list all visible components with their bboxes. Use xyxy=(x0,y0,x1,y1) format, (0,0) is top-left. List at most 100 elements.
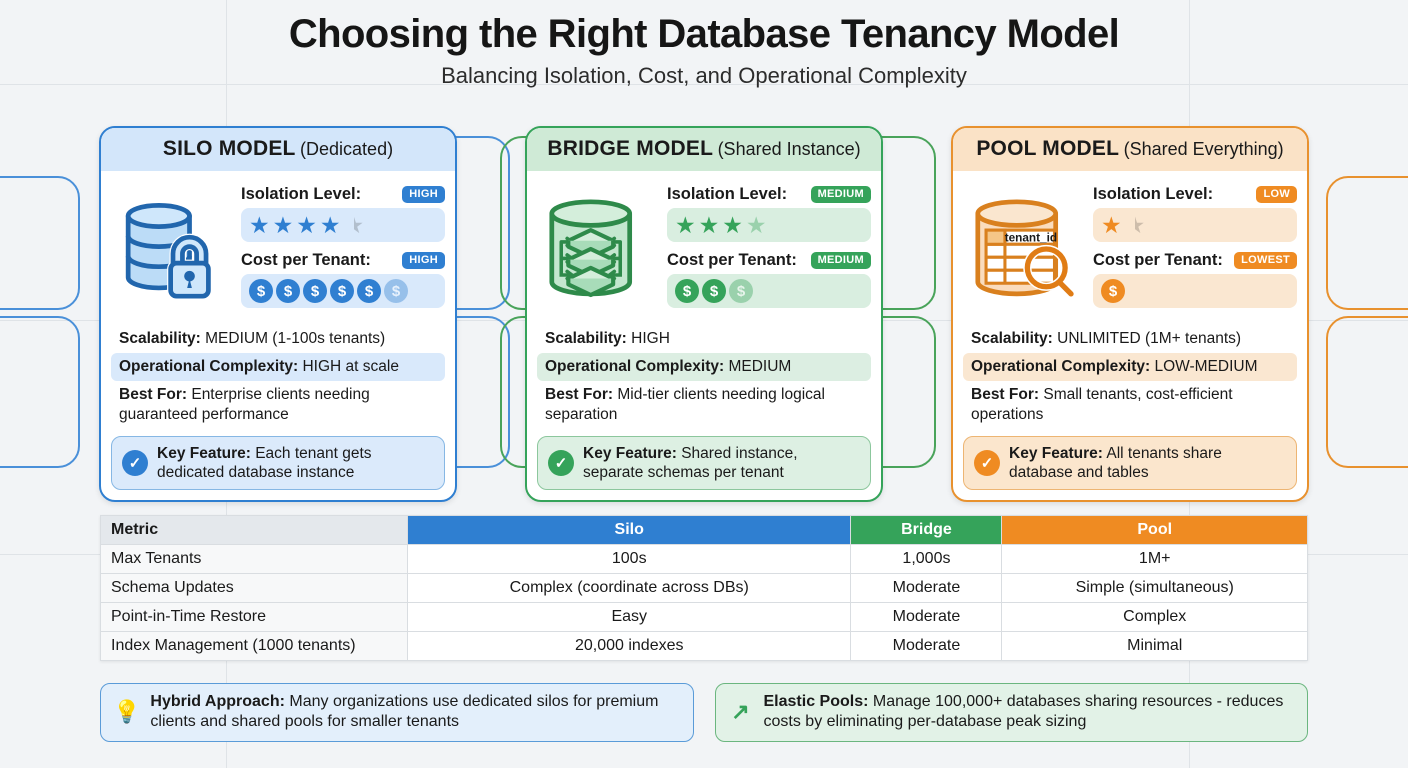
dollar-coin-icon-full: $ xyxy=(330,279,354,303)
isolation-rating: ★★★★ xyxy=(667,208,871,242)
table-header: Metric Silo Bridge Pool xyxy=(100,515,1308,545)
trending-up-arrow-icon: ↗ xyxy=(731,699,750,725)
table-row: Point-in-Time Restore Easy Moderate Comp… xyxy=(100,602,1308,632)
star-icon-empty: ★ xyxy=(745,211,767,238)
star-icon-full: ★ xyxy=(272,211,294,238)
decorative-outline-left-bottom xyxy=(0,316,80,468)
bestfor-row: Best For: Mid-tier clients needing logic… xyxy=(545,386,825,424)
cell-silo: Easy xyxy=(406,602,852,632)
bestfor-row: Best For: Small tenants, cost-efficient … xyxy=(971,386,1233,424)
decorative-outline-right-top xyxy=(1326,176,1408,310)
dollar-coin-icon-faded: $ xyxy=(384,279,408,303)
th-pool: Pool xyxy=(1001,515,1308,545)
isolation-label: Isolation Level: xyxy=(241,185,362,203)
callout-text: Hybrid Approach: Many organizations use … xyxy=(150,693,659,731)
star-icon-full: ★ xyxy=(675,211,696,238)
dollar-coin-icon-full: $ xyxy=(357,279,381,303)
cost-label: Cost per Tenant: xyxy=(667,251,797,269)
isolation-badge: LOW xyxy=(1256,186,1297,203)
isolation-rating: ★★★★★ xyxy=(241,208,445,242)
card-silo-details: Scalability: MEDIUM (1-100s tenants) Ope… xyxy=(101,323,455,500)
cost-rating: $$$$$$ xyxy=(241,274,445,308)
callout-hybrid: 💡 Hybrid Approach: Many organizations us… xyxy=(100,683,694,742)
card-bridge[interactable]: BRIDGE MODEL (Shared Instance) xyxy=(525,126,883,503)
complexity-row: Operational Complexity: MEDIUM xyxy=(537,353,871,382)
page-title: Choosing the Right Database Tenancy Mode… xyxy=(288,12,1120,56)
star-icon-full: ★ xyxy=(319,211,341,238)
star-icon-half: ★ xyxy=(343,211,365,238)
page-subtitle: Balancing Isolation, Cost, and Operation… xyxy=(441,63,967,88)
isolation-rating: ★★ xyxy=(1093,208,1297,242)
cell-pool: Simple (simultaneous) xyxy=(1001,573,1308,603)
check-circle-icon: ✓ xyxy=(122,449,148,476)
cost-badge: MEDIUM xyxy=(810,252,871,269)
scalability-row: Scalability: MEDIUM (1-100s tenants) xyxy=(119,330,386,347)
table-header-row: Metric Silo Bridge Pool xyxy=(100,515,1308,545)
card-bridge-top: Isolation Level: MEDIUM ★★★★ Cost per Te… xyxy=(527,171,881,323)
card-silo-top: Isolation Level: HIGH ★★★★★ Cost per Ten… xyxy=(101,171,455,323)
database-layers-icon xyxy=(549,199,633,298)
card-bridge-metrics: Isolation Level: MEDIUM ★★★★ Cost per Te… xyxy=(667,181,871,317)
cell-metric: Index Management (1000 tenants) xyxy=(100,631,408,661)
dollar-coin-icon-faded: $ xyxy=(729,279,753,303)
card-pool-details: Scalability: UNLIMITED (1M+ tenants) Ope… xyxy=(953,323,1307,500)
card-pool[interactable]: POOL MODEL (Shared Everything) tenant_id xyxy=(951,126,1309,503)
card-pool-name: POOL MODEL xyxy=(976,137,1120,160)
table-body: Max Tenants 100s 1,000s 1M+ Schema Updat… xyxy=(100,544,1308,661)
card-bridge-details: Scalability: HIGH Operational Complexity… xyxy=(527,323,881,500)
isolation-label: Isolation Level: xyxy=(1093,185,1214,203)
cell-silo: 20,000 indexes xyxy=(406,631,852,661)
callout-elastic: ↗ Elastic Pools: Manage 100,000+ databas… xyxy=(714,683,1308,742)
key-feature-box: ✓ Key Feature: Shared instance, separate… xyxy=(537,435,871,491)
cost-row: Cost per Tenant: MEDIUM xyxy=(667,251,871,270)
cost-row: Cost per Tenant: HIGH xyxy=(241,251,445,270)
dollar-coin-icon-full: $ xyxy=(276,279,300,303)
scalability-row: Scalability: UNLIMITED (1M+ tenants) xyxy=(971,330,1242,347)
card-silo[interactable]: SILO MODEL (Dedicated) Isolation Level: xyxy=(99,126,457,503)
cost-label: Cost per Tenant: xyxy=(241,251,371,269)
card-silo-header: SILO MODEL (Dedicated) xyxy=(101,128,455,171)
check-circle-icon: ✓ xyxy=(548,449,574,476)
key-feature-box: ✓ Key Feature: All tenants share databas… xyxy=(963,435,1297,491)
star-icon-full: ★ xyxy=(722,211,743,238)
star-icon-full: ★ xyxy=(296,211,317,238)
scalability-row: Scalability: HIGH xyxy=(545,330,670,347)
dollar-coin-icon-full: $ xyxy=(702,279,726,303)
isolation-badge: MEDIUM xyxy=(810,186,871,203)
model-cards: SILO MODEL (Dedicated) Isolation Level: xyxy=(99,126,1310,503)
cell-bridge: Moderate xyxy=(850,631,1003,661)
cell-pool: Complex xyxy=(1001,602,1308,632)
decorative-outline-left-top xyxy=(0,176,80,310)
table-row: Schema Updates Complex (coordinate acros… xyxy=(100,573,1308,603)
complexity-row: Operational Complexity: HIGH at scale xyxy=(111,353,445,382)
isolation-badge: HIGH xyxy=(402,186,445,203)
cost-row: Cost per Tenant: LOWEST xyxy=(1093,251,1297,270)
cost-label: Cost per Tenant: xyxy=(1093,251,1223,269)
cell-silo: Complex (coordinate across DBs) xyxy=(406,573,852,603)
cell-pool: Minimal xyxy=(1001,631,1308,661)
callout-text: Elastic Pools: Manage 100,000+ databases… xyxy=(763,693,1284,731)
check-circle-icon: ✓ xyxy=(974,449,1000,476)
cell-bridge: Moderate xyxy=(850,602,1003,632)
star-icon-full: ★ xyxy=(698,211,720,238)
cost-badge: HIGH xyxy=(402,252,445,269)
cell-metric: Schema Updates xyxy=(100,573,408,603)
cell-pool: 1M+ xyxy=(1001,544,1308,574)
card-silo-metrics: Isolation Level: HIGH ★★★★★ Cost per Ten… xyxy=(241,181,445,317)
bestfor-row: Best For: Enterprise clients needing gua… xyxy=(119,386,370,424)
callout-row: 💡 Hybrid Approach: Many organizations us… xyxy=(100,683,1308,742)
key-feature-text: Key Feature: All tenants share database … xyxy=(1009,444,1222,481)
database-lock-icon xyxy=(125,202,212,300)
comparison-table: Metric Silo Bridge Pool Max Tenants 100s… xyxy=(100,515,1308,661)
page-header: Choosing the Right Database Tenancy Mode… xyxy=(0,12,1408,89)
svg-text:tenant_id: tenant_id xyxy=(1005,231,1057,244)
table-row: Max Tenants 100s 1,000s 1M+ xyxy=(100,544,1308,574)
star-icon-full: ★ xyxy=(1101,211,1122,238)
lightbulb-icon: 💡 xyxy=(113,699,141,725)
card-pool-top: tenant_id Isolation Level: LOW ★★ Cost p… xyxy=(953,171,1307,323)
dollar-coin-icon-full: $ xyxy=(249,279,273,303)
cell-metric: Point-in-Time Restore xyxy=(100,602,408,632)
card-silo-icon xyxy=(111,181,235,317)
dollar-coin-icon-full: $ xyxy=(303,279,327,303)
cell-metric: Max Tenants xyxy=(100,544,408,574)
